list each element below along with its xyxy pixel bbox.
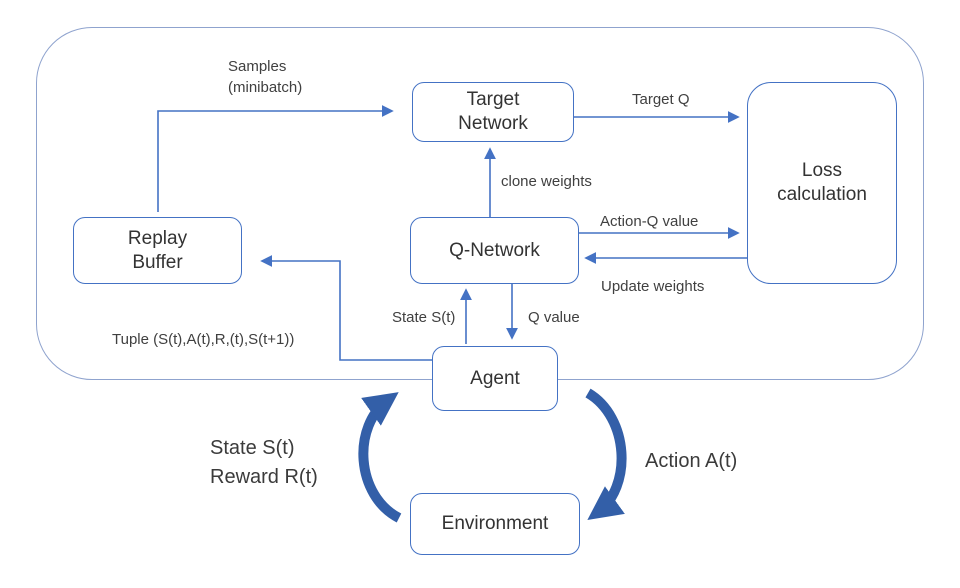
loss-label-line1: Loss xyxy=(801,160,843,181)
replay-label-line2: Buffer xyxy=(132,251,183,273)
samples-minibatch-label: Samples (minibatch) xyxy=(228,56,302,98)
target-q-label: Target Q xyxy=(632,91,690,108)
target-network-label-line2: Network xyxy=(458,113,528,134)
replay-buffer-box: Replay Buffer xyxy=(73,217,242,284)
loop-state-reward-label: State S(t) Reward R(t) xyxy=(210,434,318,492)
tuple-label: Tuple (S(t),A(t),R,(t),S(t+1)) xyxy=(112,331,295,348)
arrow-tuple-agent-to-replay xyxy=(260,255,432,361)
environment-box: Environment xyxy=(410,493,580,555)
loss-label-line2: calculation xyxy=(777,184,867,205)
state-st-label: State S(t) xyxy=(392,309,456,326)
q-value-label: Q value xyxy=(528,309,580,326)
q-network-box: Q-Network xyxy=(410,217,579,284)
agent-box: Agent xyxy=(432,346,558,411)
loss-calculation-box: Loss calculation xyxy=(747,82,897,284)
target-network-box: Target Network xyxy=(412,82,574,142)
agent-label: Agent xyxy=(470,367,520,389)
target-network-label-line1: Target xyxy=(466,89,520,110)
samples-label-line1: Samples xyxy=(228,58,287,75)
action-q-value-label: Action-Q value xyxy=(600,213,699,230)
update-weights-label: Update weights xyxy=(601,278,705,295)
loop-state-label-line2: Reward R(t) xyxy=(210,466,318,488)
arrow-samples-replay-to-target xyxy=(157,105,394,212)
q-network-label: Q-Network xyxy=(449,239,540,261)
action-at-label: Action A(t) xyxy=(645,450,738,472)
clone-weights-label: clone weights xyxy=(501,173,592,190)
environment-label: Environment xyxy=(441,513,549,534)
loop-state-label-line1: State S(t) xyxy=(210,437,295,459)
replay-label-line1: Replay xyxy=(127,227,188,249)
samples-label-line2: (minibatch) xyxy=(228,79,303,96)
arrow-environment-to-agent-curve xyxy=(358,392,402,523)
arrow-agent-to-environment-curve xyxy=(585,388,627,520)
